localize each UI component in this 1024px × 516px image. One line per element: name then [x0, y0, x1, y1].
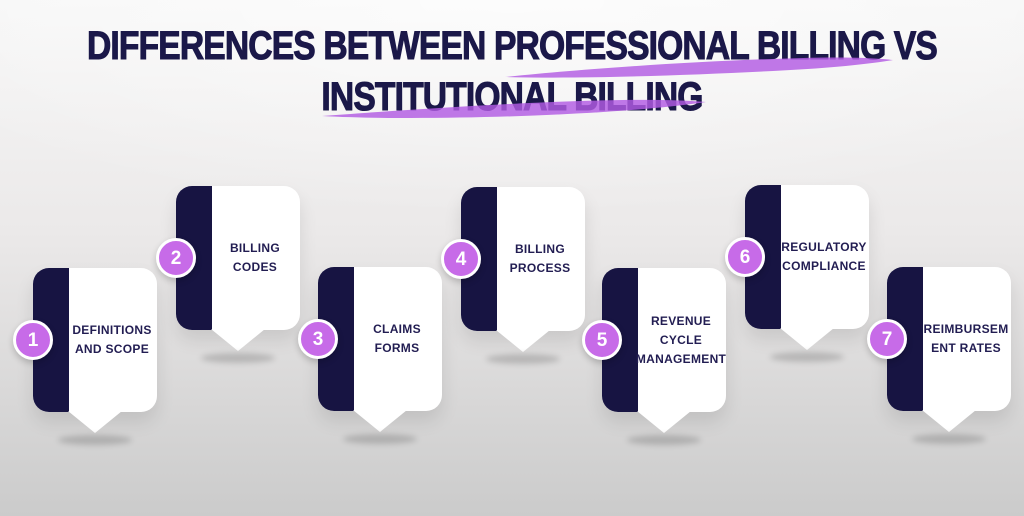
card-label-line: DEFINITIONS: [72, 323, 152, 337]
card-label: DEFINITIONS AND SCOPE: [69, 268, 155, 412]
card-tail-pointer-icon: [353, 410, 407, 432]
title-line-1: DIFFERENCES BETWEEN PROFESSIONAL BILLING…: [86, 24, 939, 68]
card-label-line: PROCESS: [509, 261, 571, 275]
step-number: 2: [170, 247, 182, 269]
step-number-badge: 2: [156, 238, 196, 278]
step-number-badge: 6: [725, 237, 765, 277]
card-ground-shadow: [343, 434, 417, 444]
card-label-line: REIMBURSEM: [923, 322, 1009, 336]
step-number: 7: [881, 328, 893, 350]
card-ground-shadow: [58, 435, 132, 445]
card-label: REIMBURSEM ENT RATES: [923, 267, 1009, 411]
card-label: CLAIMS FORMS: [354, 267, 440, 411]
step-number-badge: 3: [298, 319, 338, 359]
card-label-line: BILLING: [229, 241, 281, 255]
billing-difference-card: 1 DEFINITIONS AND SCOPE: [13, 268, 157, 445]
step-number-badge: 1: [13, 320, 53, 360]
card-label: REVENUE CYCLE MANAGEMENT: [635, 268, 727, 412]
card-label-line: REGULATORY: [781, 240, 867, 254]
card-label-line: BILLING: [514, 242, 566, 256]
card-ground-shadow: [912, 434, 986, 444]
step-number: 4: [455, 248, 467, 270]
card-label-line: CYCLE: [659, 332, 703, 347]
title-line-2: INSTITUTIONAL BILLING: [321, 75, 704, 119]
billing-difference-card: 3 CLAIMS FORMS: [298, 267, 442, 444]
card-tail-pointer-icon: [922, 410, 976, 432]
step-number: 3: [312, 328, 324, 350]
card-label: REGULATORY COMPLIANCE: [781, 185, 867, 329]
card-label-line: ENT RATES: [931, 341, 1001, 355]
card-label: BILLING CODES: [212, 186, 298, 330]
step-number-badge: 7: [867, 319, 907, 359]
step-number-badge: 4: [441, 239, 481, 279]
card-ground-shadow: [627, 435, 701, 445]
step-number: 1: [27, 329, 39, 351]
card-tail-pointer-icon: [780, 328, 834, 350]
card-label-line: MANAGEMENT: [635, 351, 727, 366]
billing-difference-card: 4 BILLING PROCESS: [441, 187, 585, 364]
card-label-line: REVENUE: [650, 313, 712, 328]
card-tail-pointer-icon: [68, 411, 122, 433]
card-ground-shadow: [486, 354, 560, 364]
billing-difference-card: 7 REIMBURSEM ENT RATES: [867, 267, 1011, 444]
step-number: 6: [739, 246, 751, 268]
card-tail-pointer-icon: [637, 411, 691, 433]
card-tail-pointer-icon: [211, 329, 265, 351]
step-number: 5: [596, 329, 608, 351]
billing-difference-card: 2 BILLING CODES: [156, 186, 300, 363]
card-label-line: FORMS: [374, 341, 420, 355]
step-number-badge: 5: [582, 320, 622, 360]
card-tail-pointer-icon: [496, 330, 550, 352]
card-label-line: COMPLIANCE: [782, 259, 866, 273]
billing-difference-card: 5 REVENUE CYCLE MANAGEMENT: [582, 268, 727, 445]
card-ground-shadow: [201, 353, 275, 363]
card-ground-shadow: [770, 352, 844, 362]
card-label-line: CODES: [232, 260, 278, 274]
card-label-line: AND SCOPE: [74, 342, 150, 356]
card-label: BILLING PROCESS: [497, 187, 583, 331]
card-label-line: CLAIMS: [373, 322, 421, 336]
billing-difference-card: 6 REGULATORY COMPLIANCE: [725, 185, 869, 362]
